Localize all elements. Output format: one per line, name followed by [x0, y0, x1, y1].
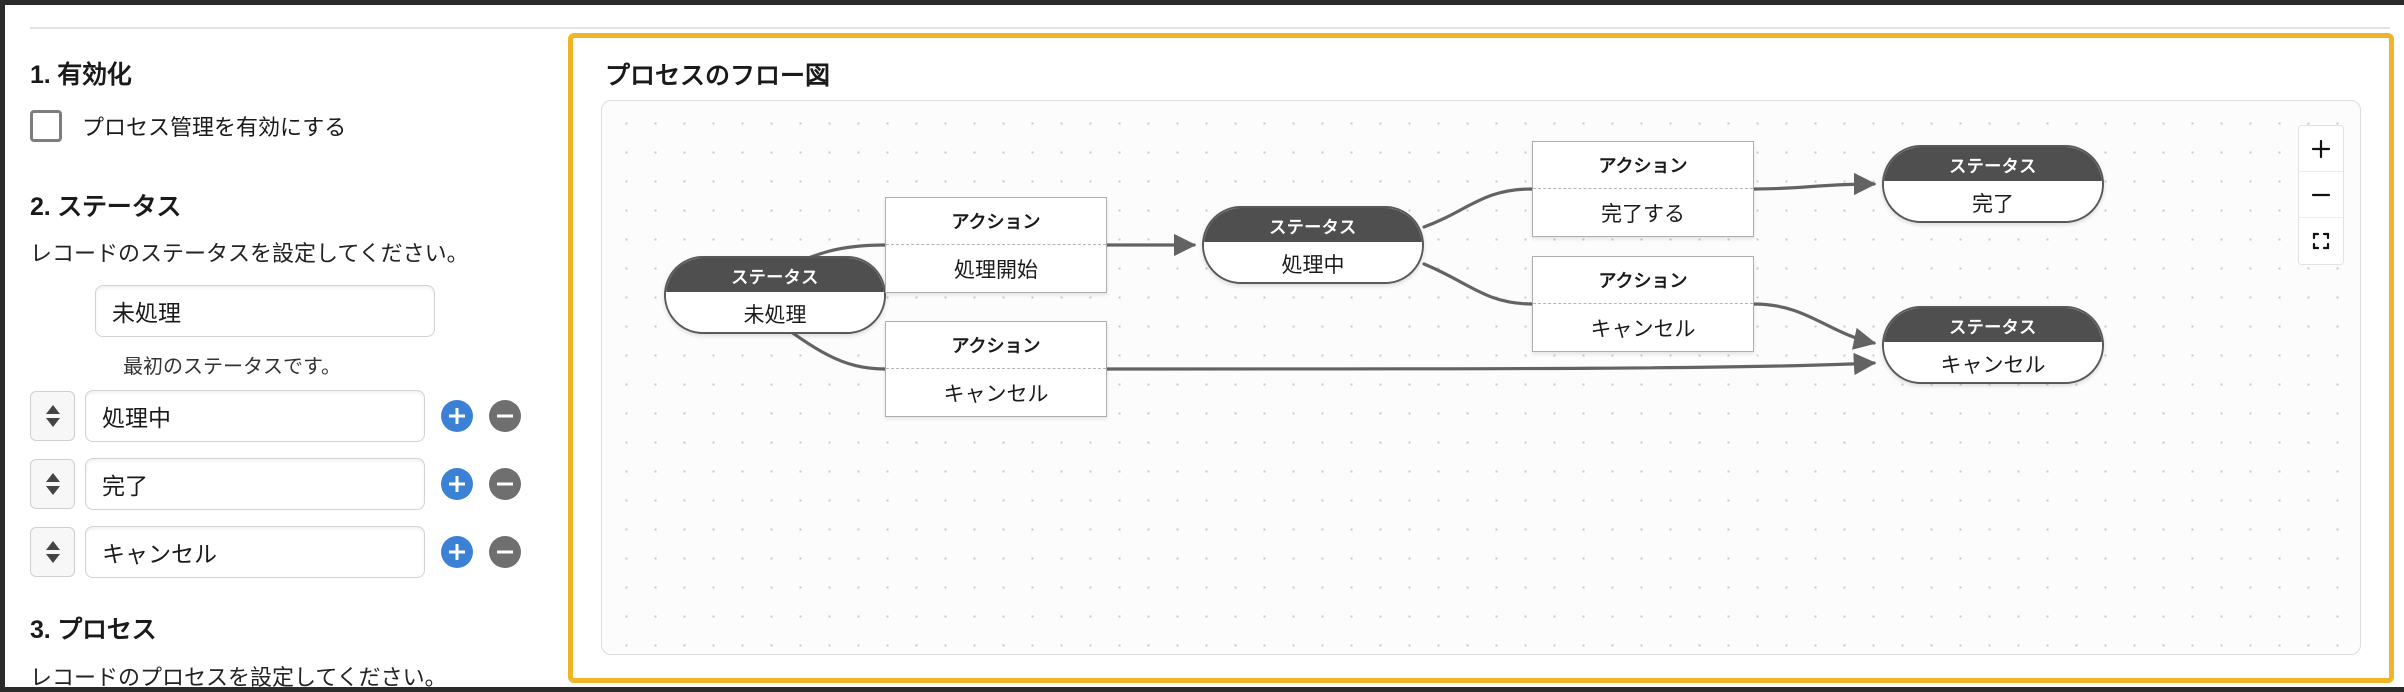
node-kind-label: ステータス	[1884, 147, 2102, 181]
plus-icon	[2311, 139, 2331, 158]
top-divider	[30, 27, 2390, 29]
node-kind-label: ステータス	[1884, 308, 2102, 342]
enable-process-management-row[interactable]: プロセス管理を有効にする	[30, 110, 346, 142]
node-name-label: 未処理	[666, 292, 884, 332]
section-3-heading: 3. プロセス	[30, 616, 157, 644]
first-status-note: 最初のステータスです。	[123, 356, 341, 378]
fit-to-screen-icon	[2312, 232, 2330, 250]
status-name-input-0[interactable]	[95, 285, 435, 337]
remove-status-button-1[interactable]	[489, 400, 521, 432]
node-kind-label: ステータス	[666, 258, 884, 292]
flow-node-action-shorikaishi[interactable]: アクション 処理開始	[885, 197, 1107, 293]
status-row	[30, 526, 521, 578]
status-row	[30, 390, 521, 442]
fit-to-screen-button[interactable]	[2299, 218, 2343, 264]
node-kind-label: ステータス	[1204, 208, 1422, 242]
remove-status-button-3[interactable]	[489, 536, 521, 568]
node-name-label: キャンセル	[1884, 342, 2102, 382]
flow-connectors	[763, 172, 1877, 376]
status-row	[30, 458, 521, 510]
node-name-label: 処理開始	[954, 258, 1038, 282]
zoom-in-button[interactable]	[2299, 126, 2343, 172]
node-name-label: 完了	[1884, 181, 2102, 221]
zoom-out-button[interactable]	[2299, 172, 2343, 218]
add-status-button-2[interactable]	[441, 468, 473, 500]
section-2-description: レコードのステータスを設定してください。	[30, 241, 469, 266]
flow-diagram-title: プロセスのフロー図	[605, 62, 831, 90]
status-name-input-2[interactable]	[85, 458, 425, 510]
flow-node-status-cancel[interactable]: ステータス キャンセル	[1882, 306, 2104, 384]
node-name-label: 処理中	[1204, 242, 1422, 282]
section-1-heading: 1. 有効化	[30, 61, 132, 89]
status-name-input-1[interactable]	[85, 390, 425, 442]
node-name-label: キャンセル	[1590, 317, 1696, 341]
edge-cancel1-to-cancelstatus	[1105, 352, 1877, 376]
zoom-controls	[2298, 125, 2344, 265]
reorder-handle-3[interactable]	[30, 527, 75, 577]
enable-process-management-label: プロセス管理を有効にする	[82, 115, 347, 140]
triangle-up-icon	[45, 473, 60, 482]
reorder-handle-2[interactable]	[30, 459, 75, 509]
flow-node-action-kanryosuru[interactable]: アクション 完了する	[1532, 141, 1754, 237]
node-name-label: キャンセル	[943, 382, 1049, 406]
flow-diagram-canvas[interactable]: ステータス 未処理 アクション 処理開始 ステータス 処理中 アクション 完了す…	[601, 100, 2361, 655]
add-status-button-1[interactable]	[441, 400, 473, 432]
node-kind-label: アクション	[1533, 257, 1753, 304]
flow-node-action-cancel-from-mishori[interactable]: アクション キャンセル	[885, 321, 1107, 417]
triangle-up-icon	[45, 405, 60, 414]
node-kind-label: アクション	[1533, 142, 1753, 189]
section-2-heading: 2. ステータス	[30, 193, 182, 221]
flow-node-status-kanryo[interactable]: ステータス 完了	[1882, 145, 2104, 223]
edge-cancel2-to-cancelstatus	[1752, 302, 1877, 350]
node-kind-label: アクション	[886, 198, 1106, 245]
triangle-down-icon	[45, 554, 60, 563]
edge-kanryo-to-kanryostatus	[1752, 172, 1877, 196]
node-name-label: 完了する	[1601, 202, 1685, 226]
status-name-input-3[interactable]	[85, 526, 425, 578]
flow-node-status-shorichu[interactable]: ステータス 処理中	[1202, 206, 1424, 284]
process-settings-panel: 1. 有効化 プロセス管理を有効にする 2. ステータス レコードのステータスを…	[5, 5, 565, 690]
minus-icon	[2311, 193, 2331, 196]
process-flow-panel: プロセスのフロー図	[568, 33, 2394, 683]
remove-status-button-2[interactable]	[489, 468, 521, 500]
edge-shorichu-to-kanryo	[1422, 187, 1534, 229]
triangle-down-icon	[45, 486, 60, 495]
node-kind-label: アクション	[886, 322, 1106, 369]
flow-node-action-cancel-from-shorichu[interactable]: アクション キャンセル	[1532, 256, 1754, 352]
enable-process-management-checkbox[interactable]	[30, 110, 62, 142]
flow-node-status-mishori[interactable]: ステータス 未処理	[664, 256, 886, 334]
triangle-up-icon	[45, 541, 60, 550]
status-row	[30, 285, 435, 337]
reorder-handle-1[interactable]	[30, 391, 75, 441]
triangle-down-icon	[45, 418, 60, 427]
section-3-description: レコードのプロセスを設定してください。	[30, 665, 447, 690]
edge-shorichu-to-cancel2	[1422, 262, 1534, 306]
add-status-button-3[interactable]	[441, 536, 473, 568]
